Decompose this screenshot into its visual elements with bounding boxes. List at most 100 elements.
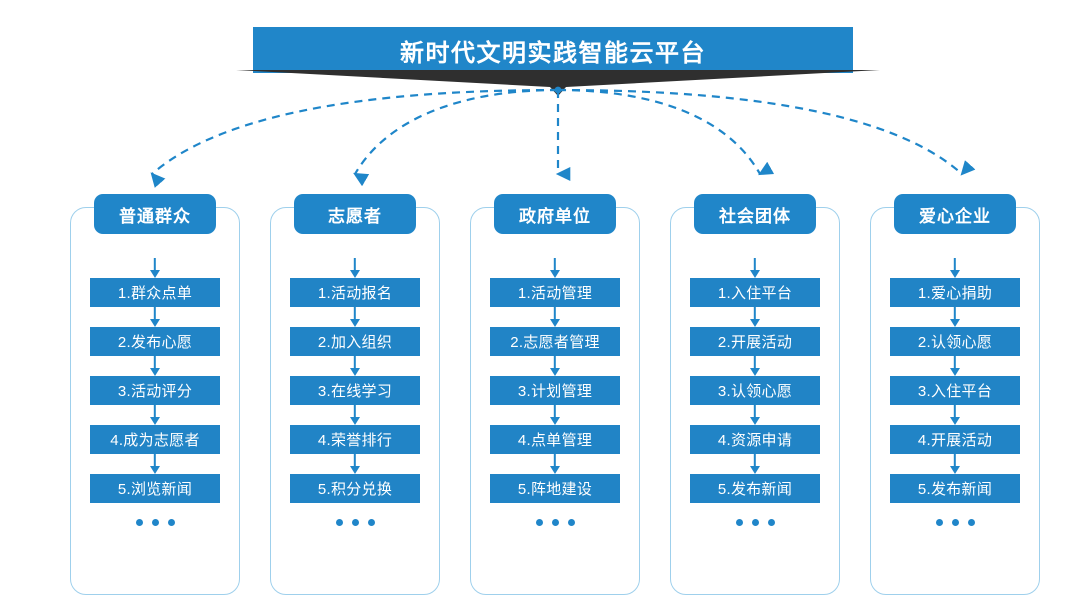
column-3-more-ellipsis xyxy=(535,519,575,526)
arrow-head xyxy=(150,368,160,376)
column-1-arrow-4-icon xyxy=(150,405,161,425)
column-2-item-5[interactable]: 5.积分兑换 xyxy=(290,474,420,503)
ellipsis-dot xyxy=(335,519,343,526)
column-2-header[interactable]: 志愿者 xyxy=(294,194,416,234)
column-4-item-5[interactable]: 5.发布新闻 xyxy=(690,474,820,503)
column-3-header-label: 政府单位 xyxy=(519,206,591,226)
column-3-header[interactable]: 政府单位 xyxy=(494,194,616,234)
ellipsis-dot xyxy=(735,519,743,526)
column-5-item-1[interactable]: 1.爱心捐助 xyxy=(890,278,1020,307)
column-3-item-list: 1.活动管理 2.志愿者管理 3.计划管理 4.点单管理 5.阵地建设 xyxy=(470,258,640,526)
arrow-shaft xyxy=(153,356,157,369)
column-4-item-2[interactable]: 2.开展活动 xyxy=(690,327,820,356)
column-2-item-2[interactable]: 2.加入组织 xyxy=(290,327,420,356)
arrow-head xyxy=(350,319,360,327)
column-1-item-1-label: 1.群众点单 xyxy=(117,285,193,302)
column-5-arrow-1-icon xyxy=(950,258,961,278)
column-5-header-label: 爱心企业 xyxy=(919,206,991,226)
ellipsis-dot xyxy=(167,519,175,526)
column-3-item-4[interactable]: 4.点单管理 xyxy=(490,425,620,454)
column-4-header[interactable]: 社会团体 xyxy=(694,194,816,234)
ellipsis-dot xyxy=(751,519,759,526)
ellipsis-dot xyxy=(367,519,375,526)
column-2-item-list: 1.活动报名 2.加入组织 3.在线学习 4.荣誉排行 5.积分兑换 xyxy=(270,258,440,526)
column-4-arrow-4-icon xyxy=(750,405,761,425)
column-5-item-4[interactable]: 4.开展活动 xyxy=(890,425,1020,454)
title-banner-box: 新时代文明实践智能云平台 xyxy=(253,27,853,73)
column-2-item-3[interactable]: 3.在线学习 xyxy=(290,376,420,405)
arrow-shaft xyxy=(153,258,157,271)
arrow-shaft xyxy=(753,405,757,418)
arrow-shaft xyxy=(153,307,157,320)
arrow-head xyxy=(950,319,960,327)
arrow-head xyxy=(750,319,760,327)
arrow-shaft xyxy=(953,356,957,369)
arrow-shaft xyxy=(753,258,757,271)
column-2-arrow-1-icon xyxy=(350,258,361,278)
column-5-item-list: 1.爱心捐助 2.认领心愿 3.入住平台 4.开展活动 5.发布新闻 xyxy=(870,258,1040,526)
column-1-item-4[interactable]: 4.成为志愿者 xyxy=(90,425,220,454)
ellipsis-dot xyxy=(951,519,959,526)
column-2-item-2-label: 2.加入组织 xyxy=(317,334,393,351)
column-3-item-3[interactable]: 3.计划管理 xyxy=(490,376,620,405)
ellipsis-dot xyxy=(551,519,559,526)
arrow-head xyxy=(750,368,760,376)
column-2-arrow-2-icon xyxy=(350,307,361,327)
column-2-item-5-label: 5.积分兑换 xyxy=(317,481,393,498)
column-5-header[interactable]: 爱心企业 xyxy=(894,194,1016,234)
column-1-item-5[interactable]: 5.浏览新闻 xyxy=(90,474,220,503)
column-5-item-3[interactable]: 3.入住平台 xyxy=(890,376,1020,405)
column-1-more-ellipsis xyxy=(135,519,175,526)
column-1-item-1[interactable]: 1.群众点单 xyxy=(90,278,220,307)
arrow-shaft xyxy=(353,258,357,271)
arrow-shaft xyxy=(353,454,357,467)
column-4-arrow-1-icon xyxy=(750,258,761,278)
column-1-header-label: 普通群众 xyxy=(119,206,191,226)
arrow-shaft xyxy=(153,454,157,467)
column-3-arrow-5-icon xyxy=(550,454,561,474)
column-4-item-list: 1.入住平台 2.开展活动 3.认领心愿 4.资源申请 5.发布新闻 xyxy=(670,258,840,526)
column-1-header[interactable]: 普通群众 xyxy=(94,194,216,234)
arrow-head xyxy=(350,417,360,425)
column-4-item-1[interactable]: 1.入住平台 xyxy=(690,278,820,307)
column-3-item-5[interactable]: 5.阵地建设 xyxy=(490,474,620,503)
arrow-head xyxy=(950,417,960,425)
column-3-arrow-4-icon xyxy=(550,405,561,425)
column-3-item-3-label: 3.计划管理 xyxy=(517,383,593,400)
column-1-item-2[interactable]: 2.发布心愿 xyxy=(90,327,220,356)
column-5-item-5[interactable]: 5.发布新闻 xyxy=(890,474,1020,503)
column-4-item-3-label: 3.认领心愿 xyxy=(717,383,793,400)
column-4-item-4[interactable]: 4.资源申请 xyxy=(690,425,820,454)
column-3-item-2-label: 2.志愿者管理 xyxy=(510,334,600,351)
column-2-item-1-label: 1.活动报名 xyxy=(317,285,393,302)
column-4-item-1-label: 1.入住平台 xyxy=(717,285,793,302)
column-1-item-5-label: 5.浏览新闻 xyxy=(117,481,193,498)
column-4-item-5-label: 5.发布新闻 xyxy=(717,481,793,498)
arrow-head xyxy=(550,466,560,474)
arrow-shaft xyxy=(353,307,357,320)
column-5-item-2-label: 2.认领心愿 xyxy=(917,334,993,351)
column-5-arrow-4-icon xyxy=(950,405,961,425)
arrow-shaft xyxy=(153,405,157,418)
column-1-item-list: 1.群众点单 2.发布心愿 3.活动评分 4.成为志愿者 5.浏览新闻 xyxy=(70,258,240,526)
title-banner: 新时代文明实践智能云平台 xyxy=(253,27,853,73)
ellipsis-dot xyxy=(567,519,575,526)
column-3-item-2[interactable]: 2.志愿者管理 xyxy=(490,327,620,356)
column-5-arrow-3-icon xyxy=(950,356,961,376)
column-1-arrow-3-icon xyxy=(150,356,161,376)
arrow-head xyxy=(550,319,560,327)
column-2-item-1[interactable]: 1.活动报名 xyxy=(290,278,420,307)
column-2-item-4[interactable]: 4.荣誉排行 xyxy=(290,425,420,454)
arrow-head xyxy=(350,270,360,278)
ellipsis-dot xyxy=(935,519,943,526)
column-2-arrow-4-icon xyxy=(350,405,361,425)
column-1-item-3[interactable]: 3.活动评分 xyxy=(90,376,220,405)
arrow-shaft xyxy=(353,356,357,369)
arrow-head xyxy=(150,319,160,327)
arrow-head xyxy=(150,466,160,474)
column-4-item-3[interactable]: 3.认领心愿 xyxy=(690,376,820,405)
column-5-more-ellipsis xyxy=(935,519,975,526)
column-5-item-2[interactable]: 2.认领心愿 xyxy=(890,327,1020,356)
column-5-item-5-label: 5.发布新闻 xyxy=(917,481,993,498)
column-3-item-1[interactable]: 1.活动管理 xyxy=(490,278,620,307)
